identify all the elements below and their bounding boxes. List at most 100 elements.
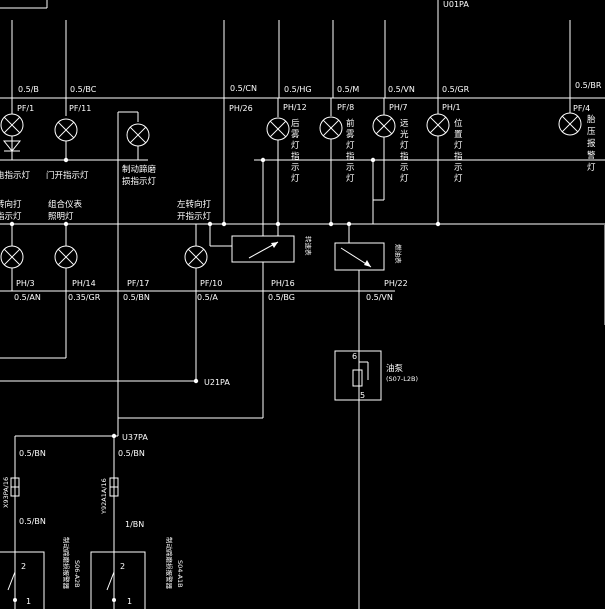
wire-label: 0.5/BN — [19, 449, 46, 458]
wire-label: 0.5/BN — [123, 293, 150, 302]
lamp-symbol — [426, 113, 450, 137]
svg-text:灯: 灯 — [454, 140, 463, 151]
lamp-symbol — [0, 245, 24, 269]
svg-text:雾: 雾 — [346, 130, 355, 140]
lamp-symbol — [54, 245, 78, 269]
pin-label: PH/16 — [271, 279, 295, 288]
lamp-label-position: 位 置 灯 指 示 灯 — [454, 118, 463, 184]
svg-text:警: 警 — [587, 150, 596, 161]
svg-text:指: 指 — [454, 151, 463, 162]
lamp-label-left-turn: 左转向打 — [177, 199, 212, 210]
lamp-symbol — [0, 113, 24, 137]
sensor-a-code: S06-A2B — [73, 560, 81, 588]
wire-label: 0.5/BN — [19, 517, 46, 526]
lamp-label-instrument-light: 照明灯 — [48, 211, 74, 222]
svg-text:胎: 胎 — [587, 114, 596, 125]
pin-label: PH/22 — [384, 279, 408, 288]
svg-text:压: 压 — [587, 127, 596, 137]
svg-text:转速表: 转速表 — [304, 236, 313, 256]
connector-y92a1a-label: Y92A1A/16 — [100, 478, 108, 515]
svg-text:示: 示 — [346, 163, 355, 173]
pin-label: PH/7 — [389, 103, 408, 112]
lamp-label-right-turn: 指示灯 — [0, 211, 22, 222]
connector-u01pa-label: U01PA — [443, 0, 469, 9]
wire-label: 0.5/M — [337, 85, 359, 94]
wire-label: 0.5/VN — [366, 293, 393, 302]
lamp-symbol — [319, 116, 343, 140]
tachometer-label: 转速表 — [304, 236, 313, 256]
wire-label: 1/BN — [125, 520, 144, 529]
lamp-symbol — [126, 123, 150, 147]
lamp-label-rear-fog: 后 雾 灯 指 示 灯 — [291, 118, 300, 184]
wire-label: 0.5/B — [18, 85, 39, 94]
svg-text:灯: 灯 — [291, 173, 300, 184]
diode-icon — [2, 136, 22, 160]
svg-text:指: 指 — [400, 151, 409, 162]
wire-label: 0.5/AN — [14, 293, 41, 302]
sensor-b-label: 制动蹄磨损报警器 — [165, 537, 174, 590]
pump-pin-bottom: 5 — [360, 391, 365, 400]
sensor-b-pin-top: 2 — [120, 562, 125, 571]
svg-text:示: 示 — [454, 163, 463, 173]
lamp-label-instrument-light: 组合仪表 — [48, 199, 83, 210]
svg-text:灯: 灯 — [587, 162, 596, 173]
svg-text:指: 指 — [291, 151, 300, 162]
pump-code: (S07-L2B) — [386, 375, 418, 383]
lamp-symbol — [184, 245, 208, 269]
pin-label: PF/11 — [69, 104, 91, 113]
node-u37pa-label: U37PA — [122, 433, 148, 442]
junction-dot — [435, 221, 441, 227]
pump-label: 油泵 — [386, 363, 404, 374]
svg-text:灯: 灯 — [346, 173, 355, 184]
pin-label: PF/17 — [127, 279, 149, 288]
svg-text:置: 置 — [454, 130, 463, 140]
wire-label: 0.5/VN — [388, 85, 415, 94]
connector-x93pa-label: X93PA/16 — [2, 477, 10, 508]
wire-label: 0.5/A — [197, 293, 218, 302]
svg-text:示: 示 — [291, 163, 300, 173]
svg-text:雾: 雾 — [291, 130, 300, 140]
sensor-a-pin-bottom: 1 — [26, 597, 31, 606]
svg-text:燃油表: 燃油表 — [394, 244, 403, 264]
sensor-b-code: S04-A1B — [176, 560, 184, 588]
brake-wear-sensor-b — [90, 551, 146, 609]
wire-label: 0.5/BN — [118, 449, 145, 458]
pin-label: PF/10 — [200, 279, 222, 288]
wire-label: 0.35/GR — [68, 293, 101, 302]
pin-label: PF/1 — [17, 104, 34, 113]
svg-text:灯: 灯 — [400, 140, 409, 151]
svg-text:光: 光 — [400, 129, 409, 140]
wire-label: 0.5/GR — [442, 85, 470, 94]
lamp-label-right-turn: 转向打 — [0, 199, 22, 210]
svg-text:灯: 灯 — [346, 140, 355, 151]
wire-label: 0.5/CN — [230, 84, 257, 93]
sensor-a-pin-top: 2 — [21, 562, 26, 571]
lamp-label-door: 门开指示灯 — [46, 170, 89, 181]
pin-label: PF/4 — [573, 104, 590, 113]
pump-pin-top: 6 — [352, 352, 357, 361]
svg-text:远: 远 — [400, 119, 409, 129]
lamp-symbol — [266, 117, 290, 141]
pin-label: PH/26 — [229, 104, 253, 113]
lamp-label-high-beam: 远 光 灯 指 示 灯 — [400, 119, 409, 184]
sensor-a-label: 制动蹄磨损报警器 — [62, 537, 71, 590]
svg-text:后: 后 — [291, 118, 300, 129]
lamp-label-charge: 电指示灯 — [0, 170, 31, 181]
tachometer-gauge — [231, 235, 295, 263]
junction-dot — [221, 221, 227, 227]
svg-text:示: 示 — [400, 163, 409, 173]
wire-label: 0.5/BR — [575, 81, 602, 90]
svg-text:前: 前 — [346, 118, 355, 129]
brake-wear-sensor-a — [0, 551, 45, 609]
junction-dot — [328, 221, 334, 227]
svg-text:位: 位 — [454, 118, 463, 129]
fuel-gauge-label: 燃油表 — [394, 244, 403, 264]
lamp-label-left-turn: 开指示灯 — [177, 211, 212, 222]
wire-label: 0.5/BC — [70, 85, 97, 94]
svg-text:灯: 灯 — [400, 173, 409, 184]
junction-dot — [193, 378, 199, 384]
svg-text:报: 报 — [587, 138, 596, 149]
svg-text:灯: 灯 — [454, 173, 463, 184]
